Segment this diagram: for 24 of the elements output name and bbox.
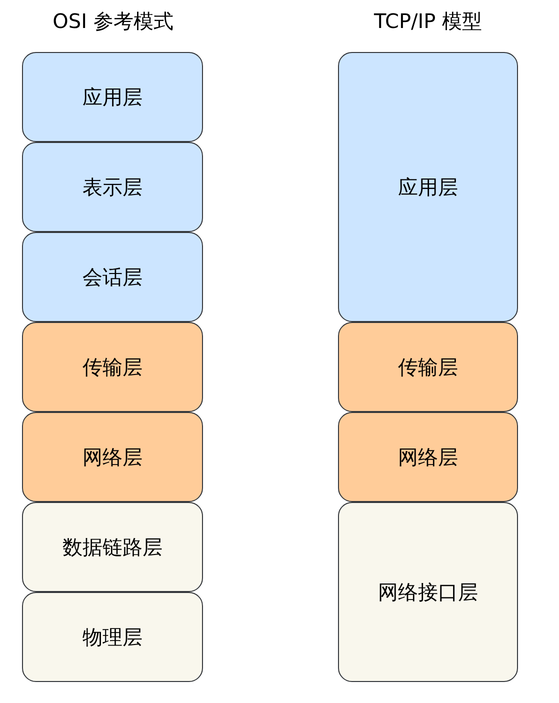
layer-box: [22, 502, 203, 592]
layer-name: 会话层: [82, 264, 142, 290]
layer-box: [22, 232, 203, 322]
layer-box: [22, 412, 203, 502]
layer-name: 网络接口层: [378, 578, 478, 606]
layer-box: [338, 52, 518, 322]
layer-box: [338, 412, 518, 502]
layer-name: 网络层: [82, 444, 142, 470]
layer-box: [338, 502, 518, 682]
layer-box: [22, 322, 203, 412]
layer-name: 数据链路层: [62, 534, 162, 560]
layer-name: 传输层: [82, 354, 142, 380]
layer-name: 物理层: [82, 624, 142, 650]
layer-name: 传输层: [398, 354, 458, 380]
layer-name: 应用层: [398, 174, 458, 200]
layer-box: [22, 142, 203, 232]
layer-box: [22, 592, 203, 682]
layer-box: [338, 322, 518, 412]
layer-name: 网络层: [398, 444, 458, 470]
layer-name: 应用层: [82, 84, 142, 110]
column-heading: TCP/IP 模型: [374, 8, 482, 35]
layer-box: [22, 52, 203, 142]
column-heading: OSI 参考模式: [52, 8, 174, 35]
layer-name: 表示层: [82, 174, 142, 200]
